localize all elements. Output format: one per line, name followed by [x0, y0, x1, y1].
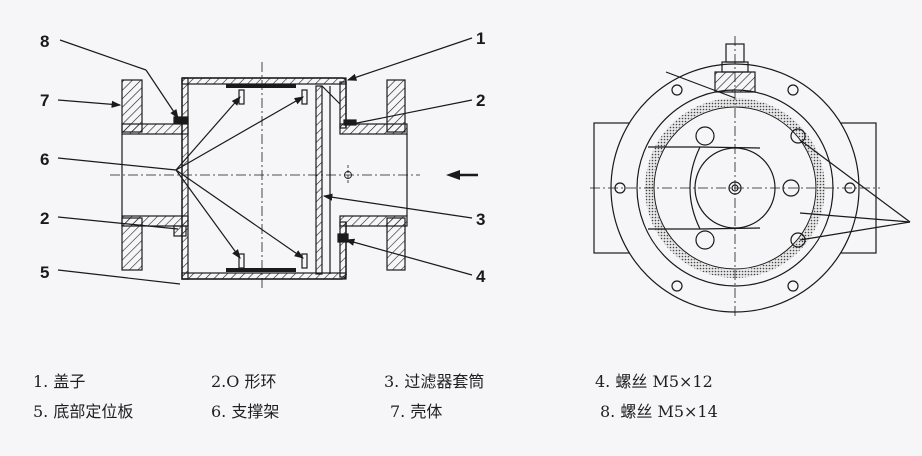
side-view — [57, 37, 478, 290]
right-pipe-bottom — [339, 215, 408, 227]
support-pin — [301, 253, 308, 269]
support-pin — [238, 253, 245, 269]
callout-2-right: 2 — [476, 91, 485, 110]
callout-1: 1 — [476, 29, 485, 48]
callout-2-left: 2 — [40, 209, 49, 228]
callout-5: 5 — [40, 263, 49, 282]
callout-3: 3 — [476, 210, 485, 229]
end-view — [590, 36, 911, 318]
callout-8: 8 — [40, 32, 49, 51]
left-pipe-top — [121, 123, 189, 135]
callout-6: 6 — [40, 150, 49, 169]
o-ring-right — [343, 119, 357, 126]
callout-7: 7 — [40, 91, 49, 110]
filter-sleeve — [315, 85, 323, 275]
screw-4 — [337, 233, 349, 243]
right-pipe-top — [339, 123, 408, 135]
callout-4: 4 — [476, 267, 486, 286]
